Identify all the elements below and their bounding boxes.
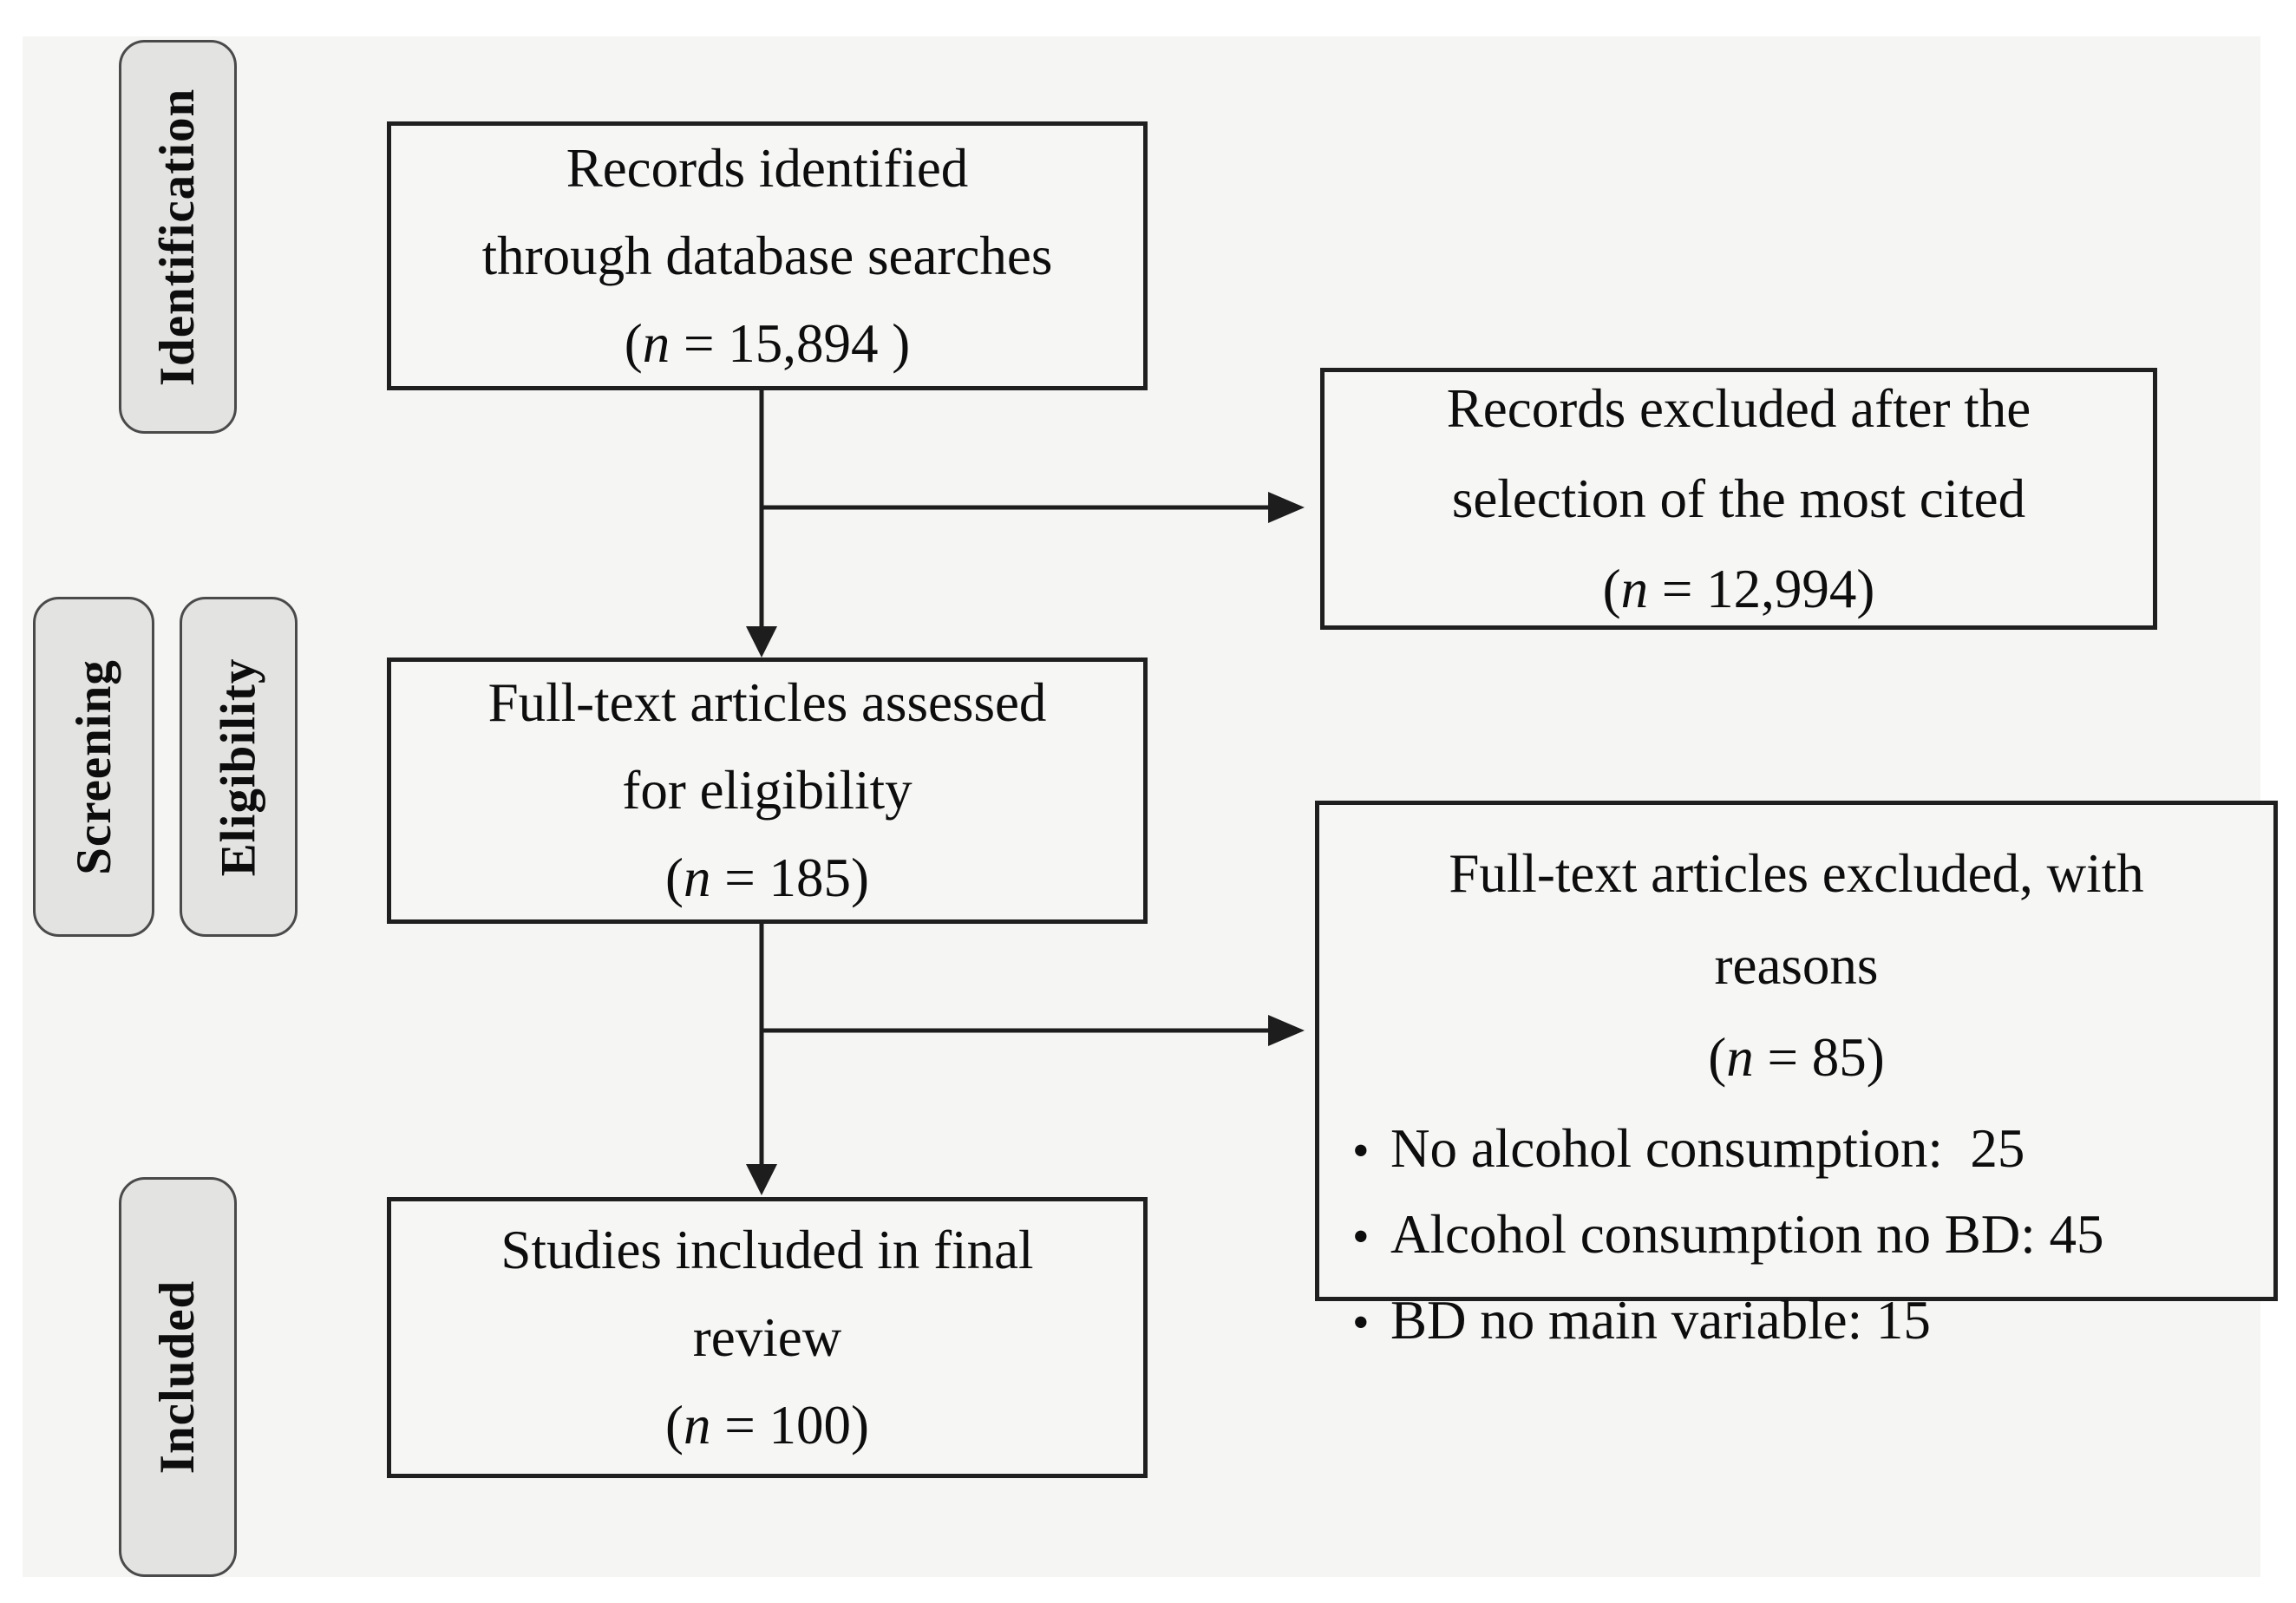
reason-item: • No alcohol consumption: 25: [1352, 1107, 2256, 1193]
box-line: Studies included in final: [500, 1219, 1034, 1280]
reason-text: BD no main variable: 15: [1390, 1290, 1931, 1351]
stage-tab-label: Eligibility: [211, 658, 266, 876]
box-count-line: (n = 12,994): [1602, 559, 1875, 619]
bullet-icon: •: [1352, 1296, 1370, 1350]
box-line: for eligibility: [622, 760, 913, 821]
arrow-assessed-to-excluded: [762, 1015, 1305, 1046]
box-line: Full-text articles assessed: [487, 672, 1047, 733]
box-count-line: (n = 100): [665, 1394, 869, 1456]
box-records-identified: Records identified through database sear…: [387, 121, 1148, 390]
box-line: Records excluded after the: [1446, 378, 2031, 439]
stage-tab-label: Identification: [150, 88, 206, 386]
reason-text: Alcohol consumption no BD: 45: [1390, 1204, 2104, 1265]
box-line: review: [692, 1306, 842, 1368]
box-line: through database searches: [481, 225, 1053, 286]
exclusion-reasons-list: • No alcohol consumption: 25 • Alcohol c…: [1319, 1107, 2273, 1364]
arrow-records-to-excluded: [762, 492, 1305, 523]
arrow-records-to-assessed: [746, 390, 777, 658]
arrow-assessed-to-included: [746, 924, 777, 1195]
bullet-icon: •: [1352, 1210, 1370, 1264]
reason-text: No alcohol consumption: 25: [1390, 1118, 2025, 1179]
stage-tab-screening: Screening: [33, 597, 154, 937]
diagram-panel: Identification Screening Eligibility Inc…: [23, 36, 2278, 1577]
box-line: reasons: [1714, 935, 1879, 996]
stage-tab-label: Screening: [66, 658, 121, 875]
stage-tab-eligibility: Eligibility: [180, 597, 298, 937]
box-fulltext-assessed: Full-text articles assessed for eligibil…: [387, 658, 1148, 924]
box-line: selection of the most cited: [1451, 468, 2026, 529]
box-line: Records identified: [566, 137, 969, 199]
box-count-line: (n = 85): [1708, 1027, 1885, 1088]
box-count-line: (n = 185): [665, 847, 869, 908]
box-count-line: (n = 15,894 ): [624, 312, 911, 374]
stage-tab-label: Included: [150, 1279, 206, 1475]
reason-item: • Alcohol consumption no BD: 45: [1352, 1193, 2256, 1279]
bullet-icon: •: [1352, 1124, 1370, 1178]
box-line: Full-text articles excluded, with: [1449, 843, 2144, 904]
stage-tab-included: Included: [119, 1177, 237, 1577]
box-records-excluded: Records excluded after the selection of …: [1320, 368, 2157, 630]
reason-item: • BD no main variable: 15: [1352, 1279, 2256, 1364]
box-fulltext-excluded: Full-text articles excluded, with reason…: [1315, 801, 2278, 1351]
box-studies-included: Studies included in final review (n = 10…: [387, 1197, 1148, 1478]
stage-tab-identification: Identification: [119, 40, 237, 434]
